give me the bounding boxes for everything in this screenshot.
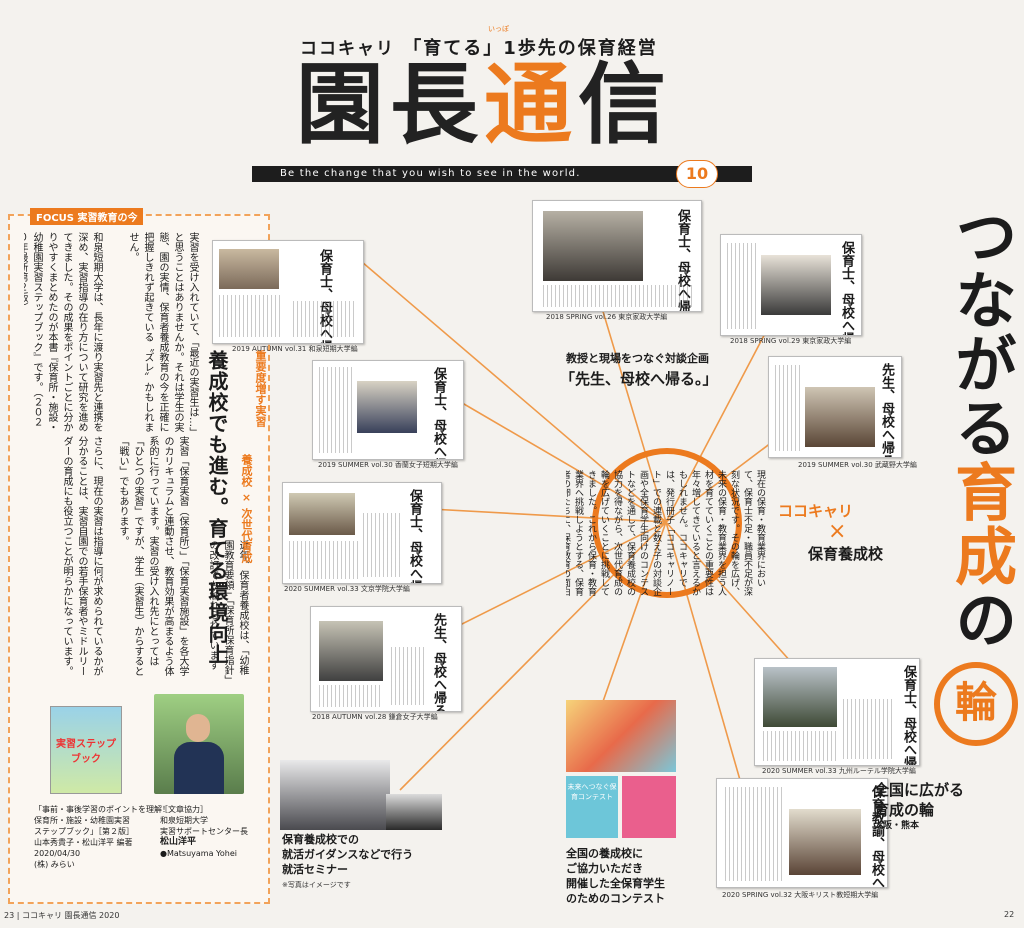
spread-thumbnail: 保育士、母校へ帰る。 bbox=[312, 360, 464, 460]
contest-flyers bbox=[566, 700, 676, 772]
partner-times: × bbox=[828, 519, 847, 544]
brand-logo: ココキャリ bbox=[300, 39, 395, 59]
seminar-photo bbox=[280, 760, 390, 830]
big-vertical-title: つながる育成の bbox=[944, 204, 1017, 652]
footer-left: 23 | ココキャリ 園長通信 2020 bbox=[4, 911, 120, 920]
article-body-1: 和泉短期大学は、長年に渡り実習先と連携を深め、実習指導の在り方について研究を進め… bbox=[24, 232, 102, 432]
title-part1: 園長 bbox=[296, 52, 485, 156]
center-intro-big: 「先生、母校へ帰る。」 bbox=[560, 370, 718, 388]
article-body-3: 実習「保育実習（保育所）」「保育実習施設」を各大学のカリキュラムと連動させ、教育… bbox=[117, 436, 188, 676]
article-body-0: 実習を受け入れていて、「最近の実習生は…」と思うことはありませんか。それは学生の… bbox=[127, 232, 198, 432]
masthead-subtitle: ココキャリ 「育てる」1歩先の保育経営 bbox=[300, 34, 658, 60]
spread-caption: 2020 SUMMER vol.33 文京学院大学編 bbox=[284, 585, 410, 593]
issue-number: 10 bbox=[676, 160, 718, 188]
spread-caption: 2019 SUMMER vol.30 香蘭女子短期大学編 bbox=[318, 461, 458, 469]
spread-thumbnail: 保育士、母校へ帰る。 bbox=[212, 240, 364, 344]
title-accent: 通 bbox=[484, 52, 579, 156]
partner-brand: ココキャリ bbox=[778, 502, 854, 520]
seminar-photo-2 bbox=[386, 794, 442, 830]
coop-caption: ［文章協力］ 和泉短期大学 実習サポートセンター長 松山洋平 ●Matsuyam… bbox=[160, 805, 248, 858]
spread-caption: 2020 SUMMER vol.33 九州ルーテル学院大学編 bbox=[762, 767, 916, 775]
center-ring bbox=[592, 448, 742, 598]
spread-caption: 2020 SPRING vol.32 大阪キリスト教短期大学編 bbox=[722, 891, 879, 899]
footer-right-page: 22 bbox=[1004, 910, 1015, 919]
book-cover: 実習ステップブック bbox=[50, 706, 122, 794]
page-title: 園長通信 bbox=[296, 60, 672, 148]
spread-thumbnail: 保育士、母校へ帰る。 bbox=[754, 658, 920, 766]
article-body-4: さらに、現在の実習は指導に何が求められているかが分かることは、実習自園での若手保… bbox=[61, 436, 102, 676]
partner-school: 保育養成校 bbox=[808, 545, 884, 563]
article-body-2: 近年、保育者養成校は、「幼稚園教育要領」「保育所保育指針」の改訂でも触れられてい… bbox=[207, 540, 248, 680]
article-kicker2: 養成校 × 次世代育成 bbox=[240, 454, 253, 563]
spread-thumbnail: 保育士、母校へ帰る。 bbox=[282, 482, 442, 584]
spread-caption: 2018 SPRING vol.29 東京家政大学編 bbox=[730, 337, 852, 345]
article-kicker: 重要度増す実習 bbox=[254, 350, 267, 427]
spread-thumbnail: 保育士、母校へ帰る。 bbox=[720, 234, 862, 336]
ring-char: 輪 bbox=[934, 662, 1018, 746]
title-part2: 信 bbox=[578, 52, 673, 156]
spread-thumbnail: 保育士、母校へ帰る。 bbox=[532, 200, 702, 312]
spread-caption: 2018 SPRING vol.26 東京家政大学編 bbox=[546, 313, 668, 321]
subtitle-text: 「育てる」1歩先の保育経営 bbox=[403, 38, 658, 59]
center-body: 現在の保育・教育業界において、保育士不足・職員不足が深刻な状況です。その輪を広げ… bbox=[566, 470, 765, 596]
spread-caption: 2019 AUTUMN vol.31 和泉短期大学編 bbox=[232, 345, 358, 353]
region-title: 全国に広がる 育成の輪 大阪・熊本 bbox=[874, 781, 965, 831]
spread-caption: 2018 AUTUMN vol.28 鎌倉女子大学編 bbox=[312, 713, 438, 721]
book-caption: 「事前・事後学習のポイントを理解！ 保育所・施設・幼稚園実習 ステップブック」［… bbox=[34, 805, 170, 869]
ruby-text: いっぽ bbox=[488, 25, 509, 33]
partner-block: ココキャリ × 保育養成校 bbox=[778, 500, 883, 564]
portrait-photo bbox=[154, 694, 244, 794]
spread-thumbnail: 保育教諭、母校へ帰る。 bbox=[716, 778, 888, 888]
center-intro-small: 教授と現場をつなぐ対談企画 bbox=[566, 352, 709, 365]
contest-poster: 未来へつなぐ保育コンテスト bbox=[566, 776, 618, 838]
spread-thumbnail: 先生、母校へ帰る。 bbox=[768, 356, 902, 458]
article-headline: 養成校でも進む。育てる環境向上 bbox=[205, 350, 229, 665]
contest-poster-2 bbox=[622, 776, 676, 838]
spread-caption: 2019 SUMMER vol.30 武蔵野大学編 bbox=[798, 461, 917, 469]
tagline-bar: Be the change that you wish to see in th… bbox=[252, 166, 752, 182]
contest-title: 全国の養成校に ご協力いただき 開催した全保育学生 のためのコンテスト bbox=[566, 847, 665, 905]
focus-tag: FOCUS 実習教育の今 bbox=[30, 208, 144, 225]
seminar-title: 保育養成校での 就活ガイダンスなどで行う 就活セミナー bbox=[282, 833, 414, 876]
seminar-note: ※写真はイメージです bbox=[282, 881, 351, 889]
spread-thumbnail: 先生、母校へ帰る。 bbox=[310, 606, 462, 712]
book-cover-label: 実習ステップブック bbox=[56, 739, 116, 765]
